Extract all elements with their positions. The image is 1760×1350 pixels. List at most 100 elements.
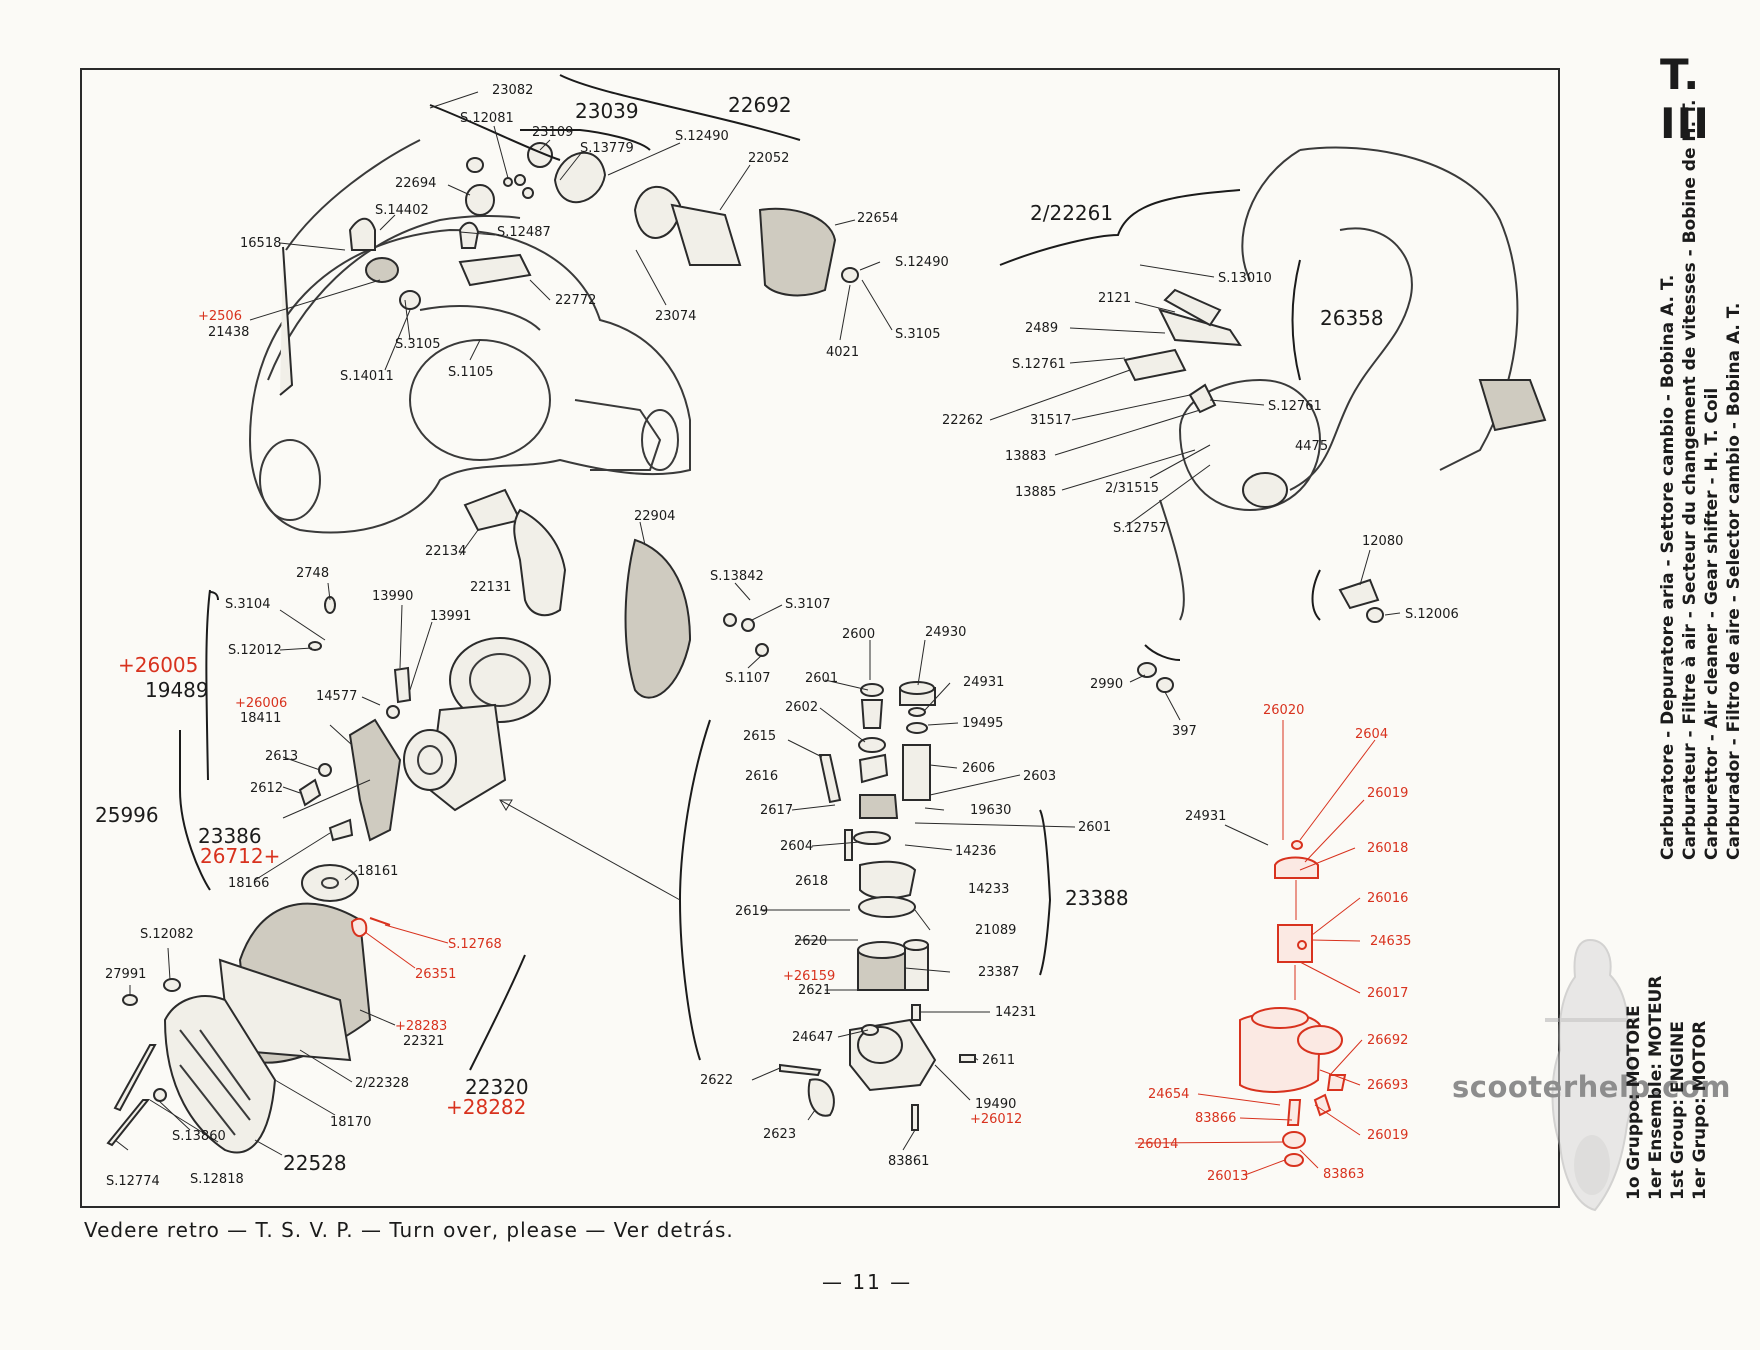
part-label: 18170 (330, 1115, 371, 1130)
part-label: 2/22328 (355, 1076, 409, 1091)
part-label: 22134 (425, 544, 466, 559)
part-label: S.13842 (710, 569, 764, 584)
part-label: 27991 (105, 967, 146, 982)
engine-housing-drawing (248, 228, 691, 534)
part-label: 13990 (372, 589, 413, 604)
air-intake-parts (449, 488, 769, 723)
part-label: S.13779 (580, 141, 634, 156)
part-label: 31517 (1030, 413, 1071, 428)
part-label: S.12774 (106, 1174, 160, 1189)
part-label: S.12768 (448, 937, 502, 952)
assembly-label: 22320 (465, 1075, 529, 1099)
plate-code: T. III (1660, 50, 1710, 148)
part-label: 26018 (1367, 841, 1408, 856)
scooter-watermark-icon (1545, 938, 1640, 1212)
carburettor-exploded-parts (779, 681, 976, 1131)
part-label: 22321 (403, 1034, 444, 1049)
part-label: 13991 (430, 609, 471, 624)
side-title-block: Carburatore - Depuratore aria - Settore … (1658, 100, 1744, 861)
part-label: S.3107 (785, 597, 830, 612)
part-label: S.14011 (340, 369, 394, 384)
red-carburettor-parts (1239, 770, 1347, 1167)
part-label: 12080 (1362, 534, 1403, 549)
part-label: S.12761 (1012, 357, 1066, 372)
part-label: 2611 (982, 1053, 1015, 1068)
air-cleaner-drawing (106, 902, 391, 1154)
part-label: S.3105 (395, 337, 440, 352)
assembly-label: 23386 (198, 824, 262, 848)
part-label: 19630 (970, 803, 1011, 818)
part-label: 18411 (240, 711, 281, 726)
part-label: 14233 (968, 882, 1009, 897)
part-label: 26016 (1367, 891, 1408, 906)
part-label: 24647 (792, 1030, 833, 1045)
part-label: 2623 (763, 1127, 796, 1142)
part-label: 23387 (978, 965, 1019, 980)
part-label: 24930 (925, 625, 966, 640)
part-label: 2/31515 (1105, 481, 1159, 496)
part-label: 22904 (634, 509, 675, 524)
part-label: 18161 (357, 864, 398, 879)
leader-lines (114, 91, 1401, 1176)
part-label: 2617 (760, 803, 793, 818)
part-label: S.12490 (675, 129, 729, 144)
part-label: 26017 (1367, 986, 1408, 1001)
part-label: 2748 (296, 566, 329, 581)
assembly-label: 25996 (95, 803, 159, 827)
part-label: 23074 (655, 309, 696, 324)
part-label: 2990 (1090, 677, 1123, 692)
part-number-labels: 23082 23039 22692 S.12081 23109 S.13779 … (95, 83, 1459, 1189)
fan-cover-parts (267, 139, 859, 396)
assembly-label: 22692 (728, 93, 792, 117)
part-label: 2602 (785, 700, 818, 715)
assembly-label: 23388 (1065, 886, 1129, 910)
part-label: 26692 (1367, 1033, 1408, 1048)
part-label: 26351 (415, 967, 456, 982)
part-label: 2601 (805, 671, 838, 686)
part-label: 26014 (1137, 1137, 1178, 1152)
part-label: 83863 (1323, 1167, 1364, 1182)
part-label: 2604 (1355, 727, 1388, 742)
part-label: 83861 (888, 1154, 929, 1169)
part-label: S.12487 (497, 225, 551, 240)
group-italian: 1o Gruppo: MOTORE (1624, 1005, 1644, 1200)
assembly-label: +26005 (118, 653, 198, 677)
part-label: 83866 (1195, 1111, 1236, 1126)
part-label: S.13010 (1218, 271, 1272, 286)
part-label: 2616 (745, 769, 778, 784)
part-label: 18166 (228, 876, 269, 891)
part-label: S.12082 (140, 927, 194, 942)
group-label-block: 1o Gruppo: MOTORE 1er Ensemble: MOTEUR 1… (1624, 976, 1710, 1201)
part-label: 26020 (1263, 703, 1304, 718)
part-label: 2604 (780, 839, 813, 854)
part-label: 19490 (975, 1097, 1016, 1112)
part-label: 19495 (962, 716, 1003, 731)
part-label: S.12012 (228, 643, 282, 658)
assembly-label: 23039 (575, 99, 639, 123)
group-french: 1er Ensemble: MOTEUR (1646, 975, 1666, 1200)
part-label: 23109 (532, 125, 573, 140)
part-label: 22772 (555, 293, 596, 308)
assembly-label: 19489 (145, 678, 209, 702)
group-spanish: 1er Grupo: MOTOR (1690, 1020, 1710, 1200)
carburettor-assembly-drawing (298, 596, 507, 902)
part-label: S.13860 (172, 1129, 226, 1144)
part-label: 26693 (1367, 1078, 1408, 1093)
part-label: 21438 (208, 325, 249, 340)
part-label: 22654 (857, 211, 898, 226)
site-watermark: scooterhelp.com (1452, 1070, 1731, 1104)
part-label: +26012 (970, 1112, 1022, 1127)
part-label: 397 (1172, 724, 1197, 739)
part-label: 2622 (700, 1073, 733, 1088)
part-label: S.1105 (448, 365, 493, 380)
part-label: 26019 (1367, 786, 1408, 801)
part-label: S.1107 (725, 671, 770, 686)
assembly-label: 26712+ (200, 844, 280, 868)
part-label: +26159 (783, 969, 835, 984)
part-label: +26006 (235, 696, 287, 711)
assembly-label: +28282 (446, 1095, 526, 1119)
part-label: 22694 (395, 176, 436, 191)
part-label: 24931 (963, 675, 1004, 690)
